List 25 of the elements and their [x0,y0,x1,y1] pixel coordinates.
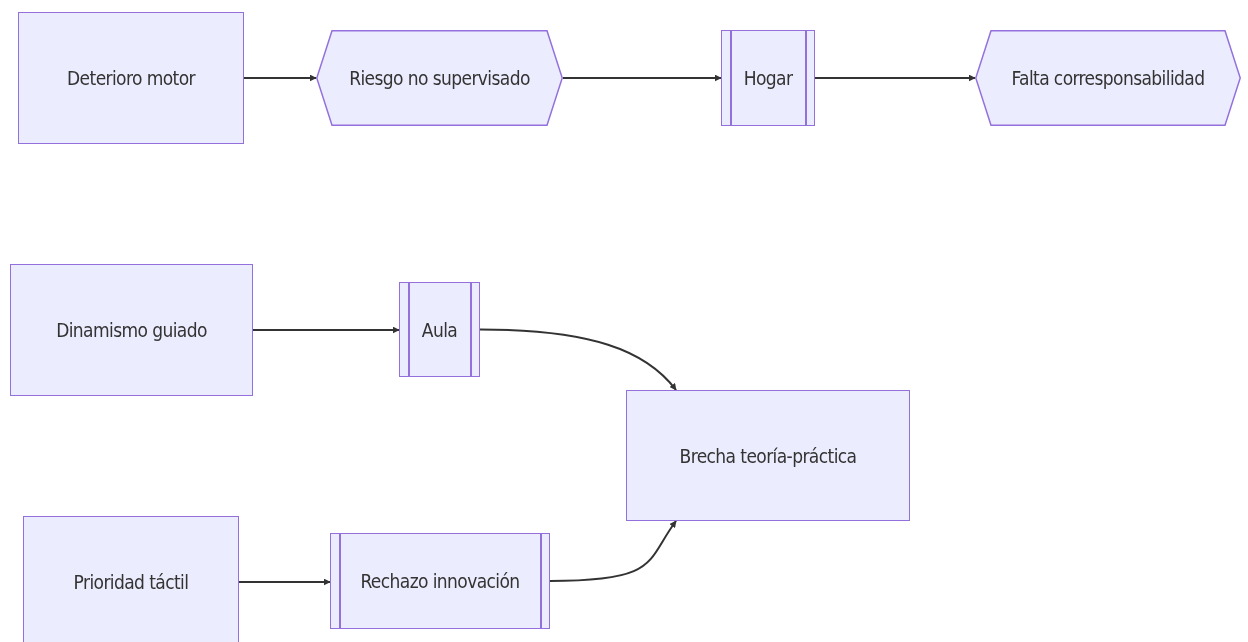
node-label: Dinamismo guiado [56,319,207,341]
process-box [23,516,239,642]
arrow [252,326,400,334]
hexagon-node [316,30,563,126]
arrow [549,520,677,582]
node-label: Falta corresponsabilidad [1011,67,1205,89]
node-label: Rechazo innovación [360,570,520,592]
subroutine-box [399,282,480,377]
node-label: Aula [421,318,458,341]
arrow [814,74,976,82]
node-label: Prioridad táctil [73,571,189,593]
process-box [10,264,253,396]
node-label: Deterioro motor [67,67,195,89]
hexagon-node [975,30,1241,126]
arrow [562,74,722,82]
arrow [238,578,331,586]
arrow [479,328,677,391]
subroutine-box [330,533,550,629]
arrow [243,74,317,82]
process-box [626,390,910,521]
process-box [18,12,244,144]
node-label: Riesgo no supervisado [349,67,530,89]
node-label: Hogar [743,67,793,89]
subroutine-box [721,30,815,126]
node-label: Brecha teoría-práctica [679,444,857,467]
